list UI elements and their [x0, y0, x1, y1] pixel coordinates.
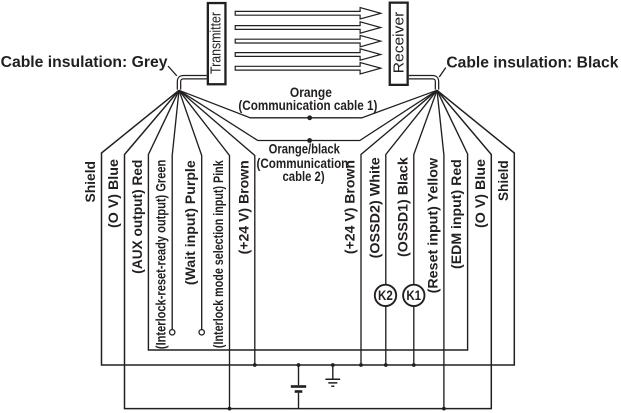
- svg-text:(EDM input) Red: (EDM input) Red: [449, 159, 464, 269]
- svg-text:(Communication: (Communication: [257, 156, 349, 171]
- svg-text:(O V) Blue: (O V) Blue: [473, 159, 488, 228]
- svg-text:(O V) Blue: (O V) Blue: [106, 159, 121, 228]
- svg-text:Orange/black: Orange/black: [269, 142, 341, 157]
- svg-text:cable 2): cable 2): [283, 169, 325, 184]
- svg-text:(Communication cable 1): (Communication cable 1): [238, 98, 377, 113]
- svg-text:(OSSD1) Black: (OSSD1) Black: [395, 157, 410, 257]
- svg-text:Cable insulation: Grey: Cable insulation: Grey: [1, 54, 168, 71]
- svg-text:(Wait input) Purple: (Wait input) Purple: [183, 160, 198, 285]
- svg-text:Cable insulation: Black: Cable insulation: Black: [446, 54, 618, 71]
- svg-text:Shield: Shield: [496, 160, 511, 201]
- svg-text:(Interlock mode selection inpu: (Interlock mode selection input) Pink: [211, 160, 226, 348]
- svg-text:K2: K2: [378, 288, 393, 303]
- svg-text:(+24 V) Brown: (+24 V) Brown: [343, 160, 358, 254]
- svg-text:Shield: Shield: [83, 161, 98, 203]
- svg-text:Orange: Orange: [290, 85, 332, 100]
- svg-text:K1: K1: [406, 288, 421, 303]
- svg-text:(Interlock-reset-ready output): (Interlock-reset-ready output) Green: [154, 160, 169, 349]
- svg-text:(OSSD2) White: (OSSD2) White: [367, 157, 382, 259]
- svg-text:(+24 V) Brown: (+24 V) Brown: [236, 160, 251, 254]
- svg-text:Receiver: Receiver: [391, 12, 407, 74]
- svg-text:(AUX output) Red: (AUX output) Red: [130, 160, 145, 274]
- svg-text:(Reset input) Yellow: (Reset input) Yellow: [425, 158, 440, 294]
- svg-text:Transmitter: Transmitter: [208, 12, 224, 74]
